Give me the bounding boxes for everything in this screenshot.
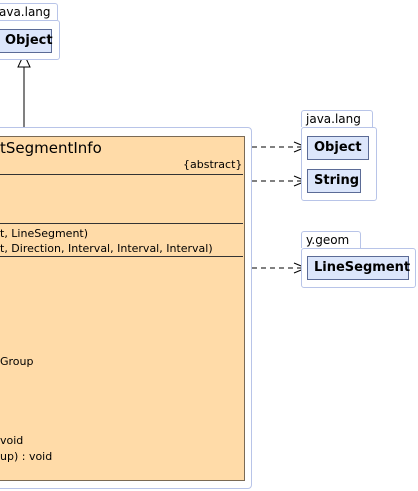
separator-methods bbox=[0, 256, 243, 257]
class-string[interactable]: String bbox=[307, 169, 361, 193]
method-group: Group bbox=[0, 355, 34, 368]
package-label-java-lang: java.lang bbox=[306, 112, 361, 126]
inheritance-arrowhead bbox=[17, 52, 31, 68]
separator-constructors bbox=[0, 223, 243, 224]
method-void-2: up) : void bbox=[0, 450, 53, 463]
class-object-label: Object bbox=[314, 140, 362, 155]
class-object-top[interactable]: Object bbox=[0, 29, 53, 53]
main-class[interactable] bbox=[0, 136, 245, 481]
method-void-1: void bbox=[0, 434, 24, 447]
class-linesegment[interactable]: LineSegment bbox=[307, 256, 411, 280]
package-label-top: ava.lang bbox=[0, 5, 51, 19]
package-label-y-geom: y.geom bbox=[306, 233, 350, 247]
package-tab-y-geom: y.geom bbox=[301, 231, 361, 248]
constructor-2: t, Direction, Interval, Interval, Interv… bbox=[0, 242, 213, 255]
package-tab-top: ava.lang bbox=[0, 3, 58, 20]
class-object-top-label: Object bbox=[5, 33, 53, 48]
class-string-label: String bbox=[314, 173, 360, 188]
class-linesegment-label: LineSegment bbox=[314, 260, 411, 275]
separator-attributes bbox=[0, 174, 243, 175]
main-class-stereotype: {abstract} bbox=[183, 158, 243, 171]
main-class-name: tSegmentInfo bbox=[0, 139, 102, 157]
class-object[interactable]: Object bbox=[307, 136, 369, 160]
package-tab-java-lang: java.lang bbox=[301, 110, 373, 127]
constructor-1: t, LineSegment) bbox=[0, 227, 89, 240]
